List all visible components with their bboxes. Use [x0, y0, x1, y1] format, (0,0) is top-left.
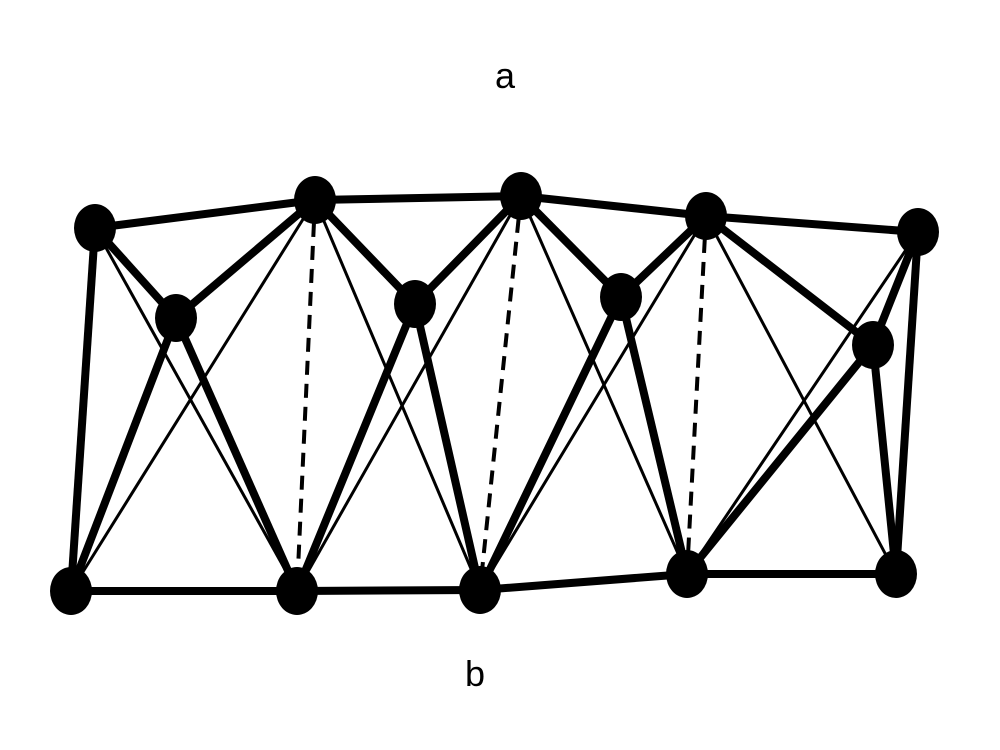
edge-t3-b3-dashed: [478, 195, 523, 591]
node-m2: [394, 280, 436, 328]
edge-m2-b2: [293, 302, 419, 593]
node-m1: [155, 294, 197, 342]
edge-t2-b3: [313, 199, 482, 591]
edge-t4-b3: [478, 215, 708, 591]
node-t4: [685, 192, 727, 240]
edge-t4-m4: [703, 212, 876, 349]
edge-t3-b2: [295, 195, 523, 592]
node-b2: [276, 567, 318, 615]
edge-t4-b5: [704, 215, 898, 575]
edge-t4-t5: [705, 212, 919, 236]
edge-t1-b1: [67, 227, 99, 592]
node-layer: [50, 172, 939, 615]
node-t1: [74, 204, 116, 252]
top-label: a: [494, 55, 516, 96]
edge-t4-b4-dashed: [685, 215, 708, 575]
edge-m4-b4: [683, 342, 877, 577]
edge-t2-b1: [69, 199, 317, 592]
node-t3: [500, 172, 542, 220]
edge-t3-m2: [412, 193, 524, 307]
edge-b2-b3: [296, 586, 481, 595]
edge-m4-b5: [869, 344, 900, 575]
bottom-label: b: [464, 653, 486, 694]
edge-t2-b2-dashed: [295, 199, 317, 592]
edge-m1-b2: [172, 316, 301, 593]
node-b3: [459, 566, 501, 614]
node-m4: [852, 321, 894, 369]
node-b4: [666, 550, 708, 598]
edge-t1-t2: [94, 196, 316, 232]
edge-m1-b1: [67, 316, 180, 593]
node-b1: [50, 567, 92, 615]
edge-m2-b3: [411, 303, 484, 591]
node-m3: [600, 273, 642, 321]
edge-t5-b5: [892, 231, 922, 575]
edge-t2-m2: [312, 197, 418, 307]
edge-m3-b3: [476, 295, 625, 592]
edge-t2-t3: [314, 192, 522, 204]
edge-m3-b4: [617, 296, 691, 575]
node-t2: [294, 176, 336, 224]
edge-t1-b2: [93, 227, 299, 592]
node-t5: [897, 208, 939, 256]
edge-t5-b4: [685, 231, 920, 575]
edge-t2-m1: [173, 196, 318, 322]
edge-t3-m3: [518, 193, 624, 300]
node-b5: [875, 550, 917, 598]
edge-b3-b4: [479, 570, 688, 594]
edge-t3-t4: [520, 192, 707, 220]
edge-layer: [67, 192, 922, 595]
